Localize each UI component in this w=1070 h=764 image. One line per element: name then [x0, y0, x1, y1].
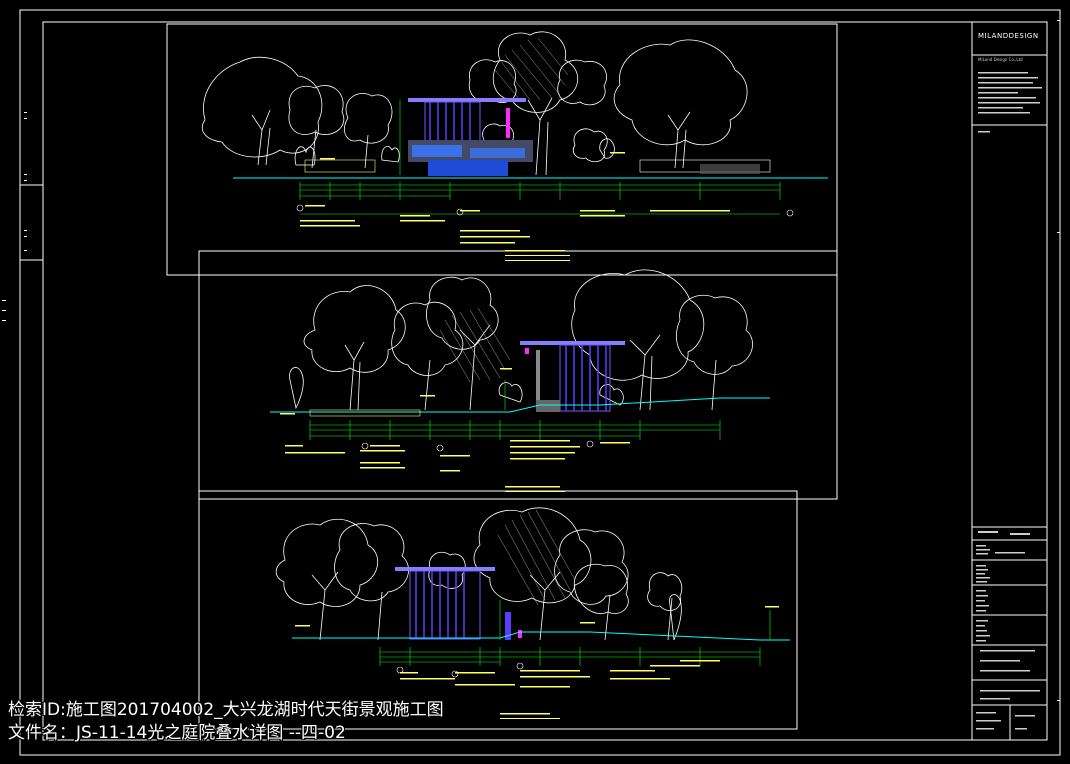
elevation-1-drawing[interactable]: [201, 31, 828, 244]
elevation-1-hatch: [494, 37, 569, 101]
elevation-2-title: [505, 486, 565, 492]
elevation-3-title: [500, 713, 560, 719]
elevation-1-title: [505, 250, 570, 261]
title-block-company: MiLand Design Co.,Ltd: [978, 57, 1023, 62]
title-block-logo: MILANDDESIGN: [978, 32, 1039, 40]
elevation-3-drawing[interactable]: [275, 507, 790, 688]
sheet-frame: [19, 9, 1061, 756]
right-border-marks: [1057, 20, 1060, 701]
elevation-2-drawing[interactable]: [270, 269, 770, 472]
title-block: [971, 22, 1047, 740]
view-frames: [166, 23, 838, 730]
margin-marks: [2, 112, 27, 321]
retrieval-id-caption: 检索ID:施工图201704002_大兴龙湖时代天街景观施工图: [8, 700, 444, 720]
title-block-text-lines: [976, 72, 1042, 730]
file-name-caption: 文件名：JS-11-14光之庭院叠水详图 --四-02: [8, 723, 346, 743]
